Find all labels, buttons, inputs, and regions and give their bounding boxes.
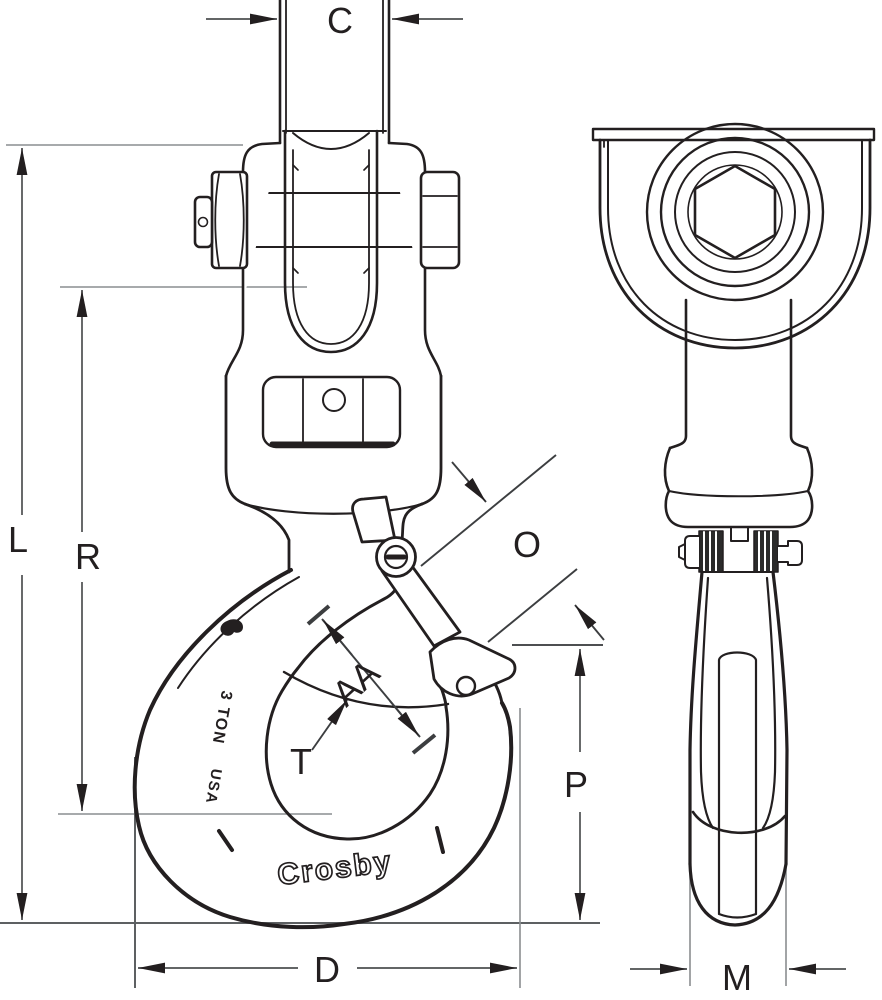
dim-AA-upper-arrow xyxy=(322,619,353,656)
right-hex-nut xyxy=(419,170,461,270)
dim-AA xyxy=(306,604,437,755)
side-pin-assembly xyxy=(678,526,803,573)
label-R: R xyxy=(75,536,101,577)
shank xyxy=(278,0,391,145)
label-O: O xyxy=(513,524,541,565)
label-M: M xyxy=(722,957,752,998)
side-hook-bottom xyxy=(688,862,788,927)
side-collar xyxy=(664,489,814,529)
latch-flag xyxy=(351,495,397,544)
latch-tip-plate xyxy=(428,636,517,698)
front-view xyxy=(132,0,517,930)
knurled-nut-left xyxy=(698,530,724,573)
side-stem-and-body xyxy=(663,298,814,529)
side-bore-circles xyxy=(645,122,825,302)
trademark-stamp xyxy=(220,619,243,636)
pin-cap-left xyxy=(684,535,700,569)
dim-O-lines xyxy=(420,454,605,643)
dimensions xyxy=(16,13,846,975)
label-L: L xyxy=(8,519,28,560)
left-hex-nut xyxy=(210,170,249,270)
swivel-panel xyxy=(261,375,402,449)
latch-tip-hole xyxy=(455,675,477,697)
hex-socket xyxy=(693,164,777,260)
hook-stamps: Crosby 3 TON USA xyxy=(202,689,395,893)
clevis-slot xyxy=(283,129,379,354)
left-bolt-head xyxy=(193,195,214,249)
clevis-assembly xyxy=(193,129,461,378)
side-inner-blade xyxy=(717,651,758,919)
safety-latch xyxy=(351,495,517,698)
dim-O-lower-arrow xyxy=(574,604,605,641)
side-view xyxy=(591,122,876,927)
dim-AA-tick-upper xyxy=(306,604,331,626)
label-D: D xyxy=(314,949,340,990)
dim-AA-tick-lower xyxy=(411,733,437,755)
side-hook-profile xyxy=(688,570,789,927)
brand-stamp: Crosby xyxy=(276,845,395,892)
forge-mark-left xyxy=(217,829,234,852)
side-tip-arc xyxy=(691,810,787,835)
label-T: T xyxy=(290,741,312,782)
dim-AA-lower-arrow xyxy=(389,700,420,737)
hook-body xyxy=(132,568,514,930)
pin-end-right xyxy=(777,540,803,566)
label-P: P xyxy=(564,764,588,805)
forge-mark-right xyxy=(435,826,445,854)
knurled-nut-right xyxy=(753,530,779,573)
hook-bowl-inner-edge xyxy=(264,577,450,841)
capacity-stamp: 3 TON xyxy=(209,689,235,745)
label-C: C xyxy=(327,0,353,41)
hook-saddle-arc xyxy=(282,670,450,709)
pin-nub-left xyxy=(678,543,686,561)
origin-stamp: USA xyxy=(202,767,225,806)
side-clevis-top xyxy=(591,127,876,350)
dim-O-upper-arrow xyxy=(451,461,487,503)
swivel-body xyxy=(224,374,443,574)
dim-T-arrow xyxy=(311,699,348,751)
hook-outer-edge xyxy=(132,568,514,930)
